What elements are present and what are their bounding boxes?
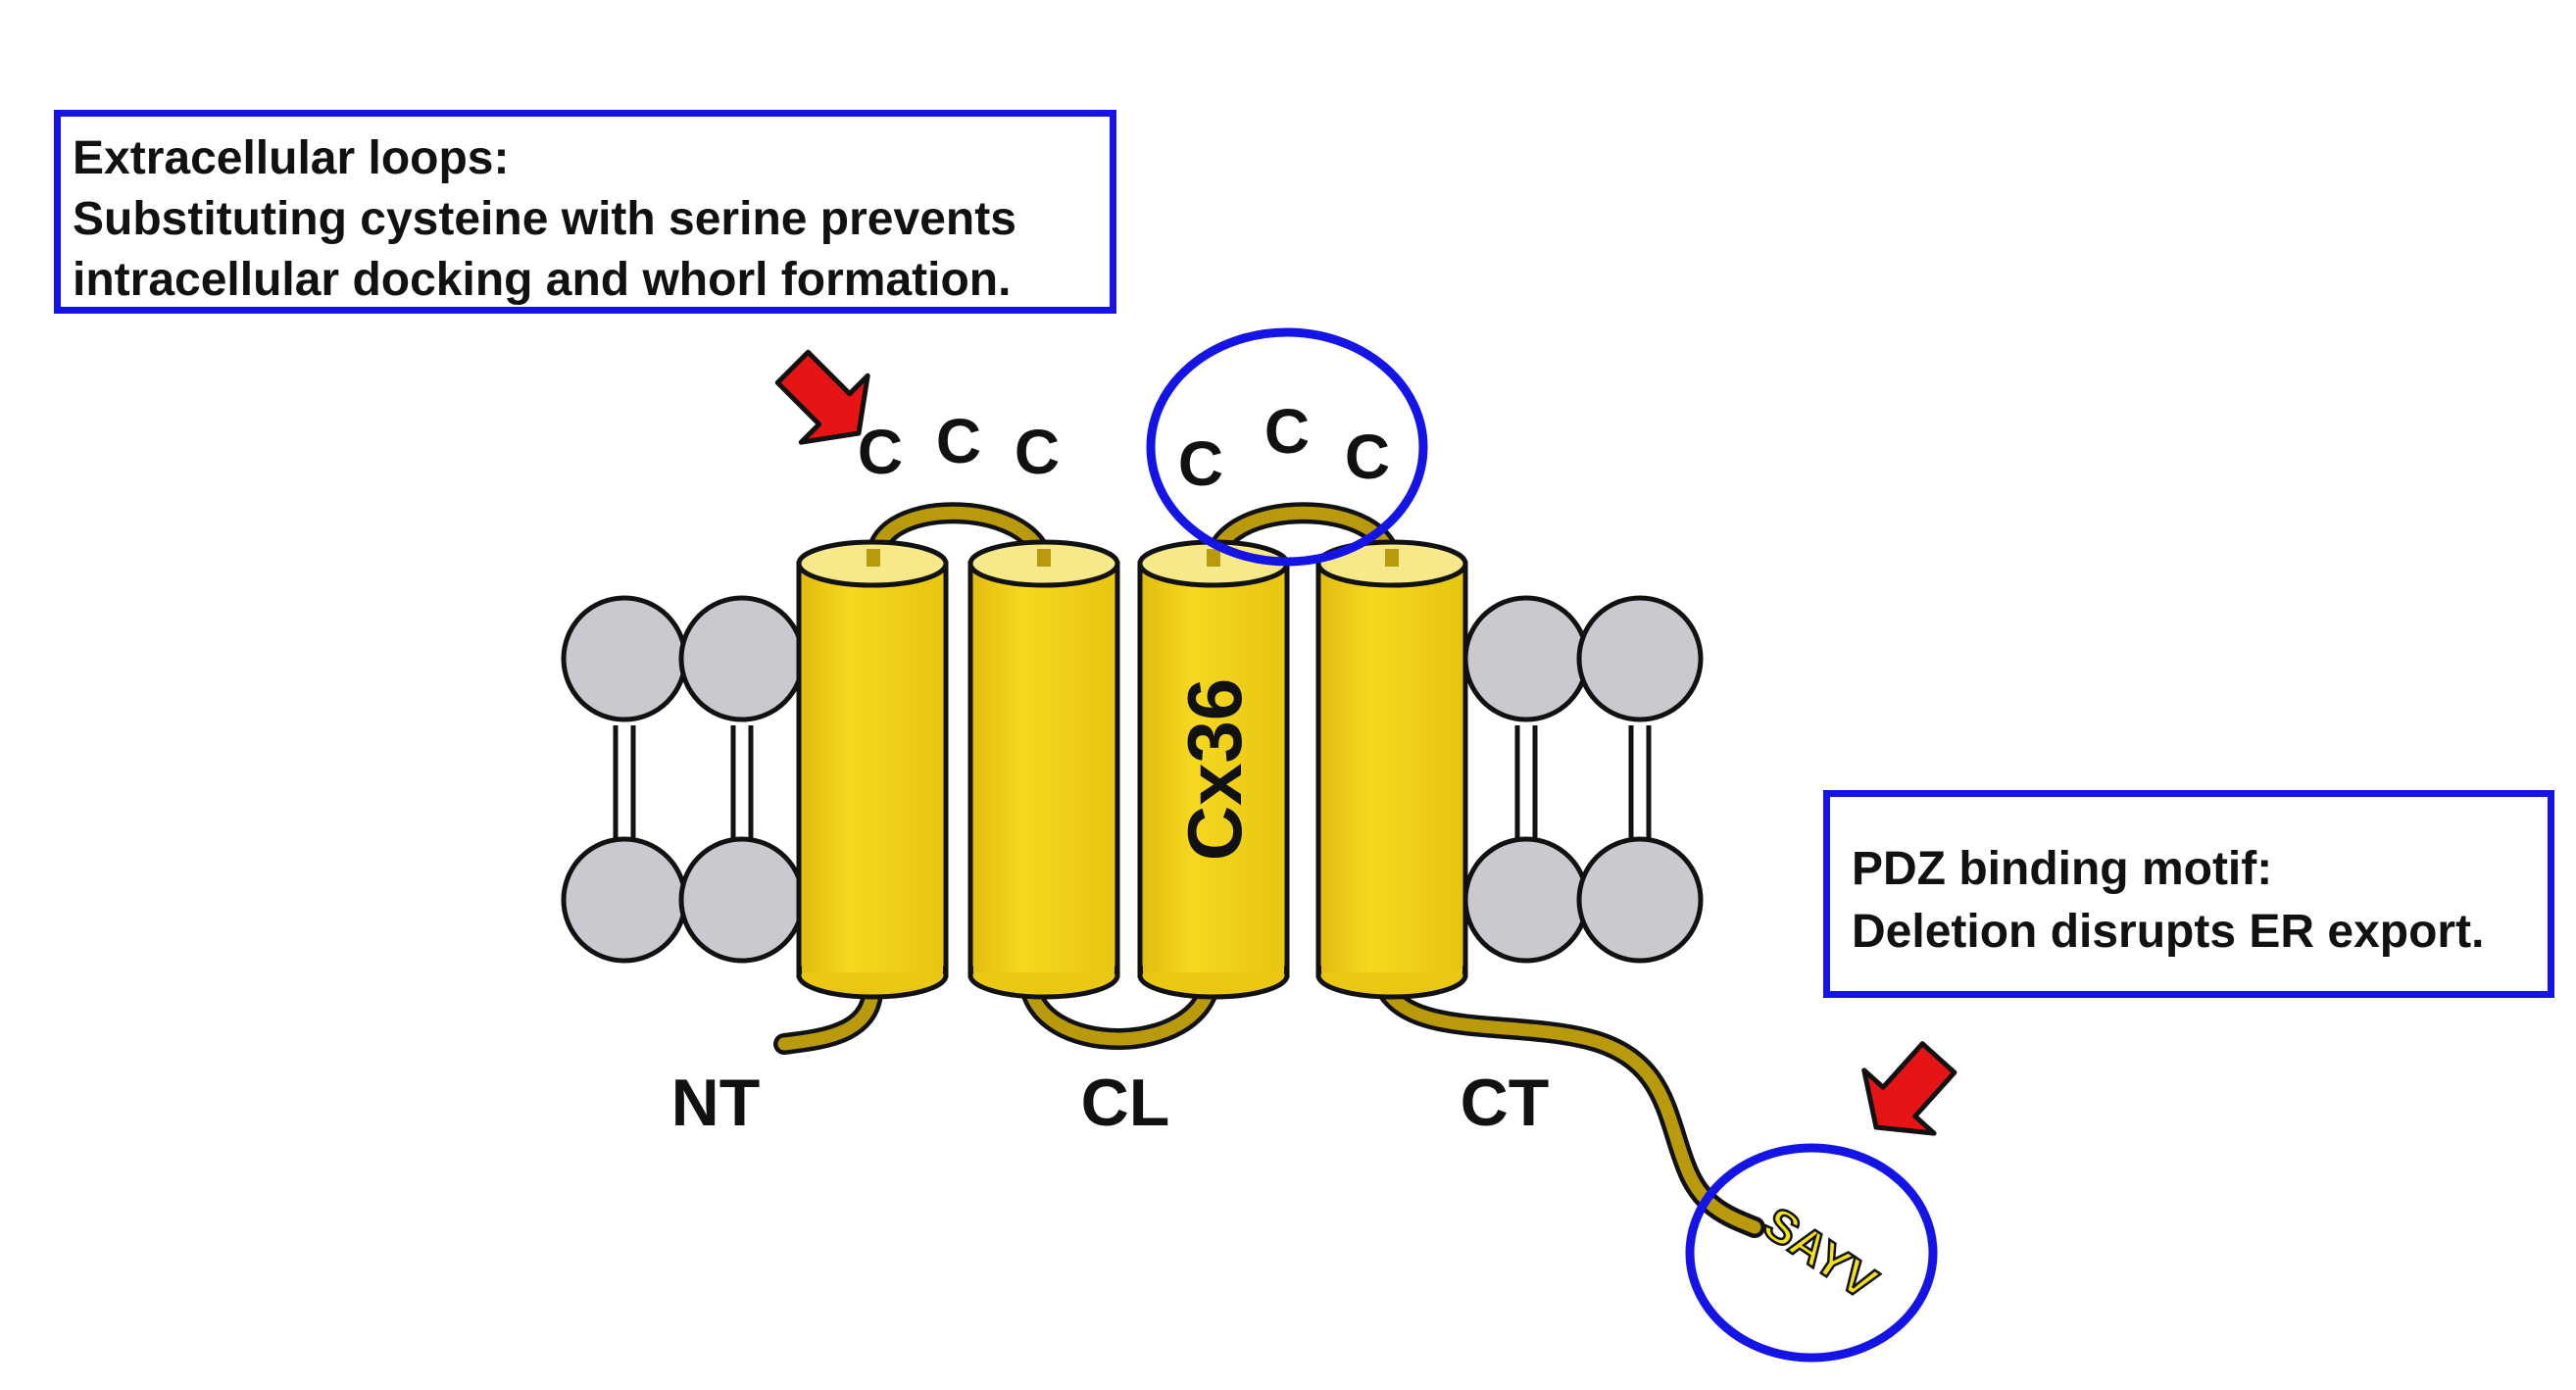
lipid-left-outer bbox=[561, 595, 688, 964]
helix-3 bbox=[1137, 539, 1290, 1000]
highlight-circle-icon bbox=[1146, 327, 1428, 567]
cytoplasmic-loop bbox=[1018, 969, 1221, 1050]
callout-text: Deletion disrupts ER export. bbox=[1852, 906, 2485, 958]
cl-label: CL bbox=[1081, 1066, 1170, 1140]
helix-1 bbox=[796, 539, 949, 1000]
red-pointer-arrow-icon bbox=[1861, 1041, 1957, 1136]
sayv-motif-label: SAYV bbox=[1754, 1198, 1885, 1311]
protein-name-label: Cx36 bbox=[1171, 678, 1258, 861]
cysteine-label-1c: C bbox=[1015, 417, 1060, 487]
highlight-circle-icon bbox=[1685, 1143, 1938, 1363]
cysteine-label-1b: C bbox=[936, 406, 981, 476]
extracellular-loops-callout: Extracellular loops: Substituting cystei… bbox=[54, 110, 1116, 314]
cysteine-label-2a: C bbox=[1178, 428, 1223, 499]
lipid-right-inner bbox=[1462, 595, 1590, 964]
helix-4 bbox=[1315, 539, 1468, 1000]
cysteine-label-2b: C bbox=[1264, 396, 1310, 467]
ct-label: CT bbox=[1461, 1066, 1550, 1140]
cysteine-label-2c: C bbox=[1345, 422, 1390, 492]
helix-2 bbox=[967, 539, 1120, 1000]
callout-text: Substituting cysteine with serine preven… bbox=[73, 193, 1016, 245]
lipid-right-outer bbox=[1576, 595, 1704, 964]
pdz-motif-callout: PDZ binding motif: Deletion disrupts ER … bbox=[1823, 790, 2554, 998]
callout-title: Extracellular loops: bbox=[73, 132, 510, 184]
nt-label: NT bbox=[671, 1066, 761, 1140]
cysteine-label-1a: C bbox=[858, 417, 903, 487]
lipid-left-inner bbox=[678, 595, 806, 964]
red-pointer-arrow-icon bbox=[774, 349, 870, 445]
callout-title: PDZ binding motif: bbox=[1852, 843, 2273, 895]
callout-text: intracellular docking and whorl formatio… bbox=[73, 254, 1012, 306]
c-terminal-tail bbox=[1371, 969, 1765, 1238]
